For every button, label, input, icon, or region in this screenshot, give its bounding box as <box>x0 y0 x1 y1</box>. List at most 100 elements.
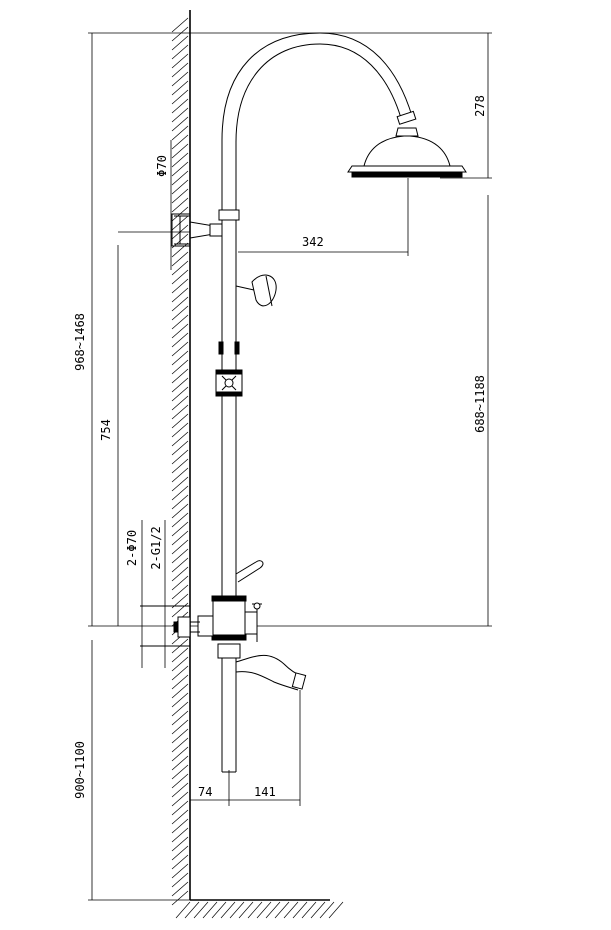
tub-spout <box>217 643 307 773</box>
wall-hatch-line <box>171 872 189 888</box>
wall-hatch-line <box>171 422 189 438</box>
floor-hatch-line <box>202 901 218 919</box>
wall-hatch-line <box>171 737 189 753</box>
wall-hatch-line <box>171 44 189 60</box>
wall-hatch-line <box>171 782 189 798</box>
floor-hatching <box>175 901 344 919</box>
head-dome <box>363 135 451 167</box>
floor-hatch-line <box>265 901 281 919</box>
wall-hatch-line <box>171 548 189 564</box>
wall-hatch-line <box>171 800 189 816</box>
wall-hatch-line <box>171 269 189 285</box>
wall-hatch-line <box>171 863 189 879</box>
wall-hatch-line <box>171 683 189 699</box>
wall-hatch-line <box>171 746 189 762</box>
floor-hatch-line <box>175 901 191 919</box>
wall-hatch-line <box>171 197 189 213</box>
wall-hatch-line <box>171 377 189 393</box>
wall-hatch-line <box>171 152 189 168</box>
head-neck <box>395 127 419 137</box>
wall-hatch-line <box>171 512 189 528</box>
wall-hatch-line <box>171 755 189 771</box>
wall-hatch-line <box>171 692 189 708</box>
wall-hatch-line <box>171 188 189 204</box>
head-face <box>351 171 463 178</box>
wall-hatch-line <box>171 494 189 510</box>
wall-hatch-line <box>171 80 189 96</box>
diverter-knob <box>224 378 234 388</box>
wall-hatch-line <box>171 296 189 312</box>
wall-hatch-line <box>171 107 189 123</box>
floor <box>175 899 344 919</box>
inlet-thread-label: 2-G1/2 <box>149 526 163 569</box>
floor-hatch-line <box>220 901 236 919</box>
floor-hatch-line <box>283 901 299 919</box>
wall-hatch-line <box>171 530 189 546</box>
wall-offset-label: 74 <box>198 785 212 799</box>
floor-hatch-line <box>292 901 308 919</box>
floor-hatch-line <box>238 901 254 919</box>
floor-hatch-line <box>310 901 326 919</box>
bracket-rosette-outer <box>171 213 190 247</box>
riser-lever <box>235 560 264 583</box>
wall-hatch-line <box>171 458 189 474</box>
wall-hatch-line <box>171 404 189 420</box>
head-drop-label: 278 <box>473 95 487 117</box>
spout-reach-label: 141 <box>254 785 276 799</box>
arm-nut <box>396 110 417 125</box>
mixer-body <box>212 595 246 641</box>
wall-hatch-line <box>171 125 189 141</box>
wall-hatch-line <box>171 467 189 483</box>
thermostatic-mixer <box>197 595 262 642</box>
slide-clip-right <box>234 341 240 355</box>
spout-connector <box>217 643 241 659</box>
dimension-labels: 968~1468 900~1100 754 2-Φ70 2-G1/2 Φ70 2… <box>73 95 487 799</box>
mixer-right-handle-base <box>244 611 258 635</box>
spout-tip <box>291 672 307 690</box>
wall-hatch-line <box>171 314 189 330</box>
wall-hatch-line <box>171 170 189 186</box>
mixer-height-label: 900~1100 <box>73 741 87 799</box>
wall <box>171 10 191 906</box>
wall-hatch-line <box>171 431 189 447</box>
wall-hatch-line <box>171 890 189 906</box>
wall-hatch-line <box>171 413 189 429</box>
wall-hatch-line <box>171 134 189 150</box>
shower-column <box>140 32 467 773</box>
wall-hatch-line <box>171 566 189 582</box>
dimension-lines <box>91 33 489 900</box>
wall-hatch-line <box>171 98 189 114</box>
reference-lines <box>88 32 492 901</box>
floor-hatch-line <box>247 901 263 919</box>
wall-hatching <box>171 17 189 906</box>
wall-hatch-line <box>171 836 189 852</box>
wall-hatch-line <box>171 89 189 105</box>
wall-hatch-line <box>171 278 189 294</box>
floor-hatch-line <box>211 901 227 919</box>
floor-hatch-line <box>193 901 209 919</box>
total-height-label: 968~1468 <box>73 313 87 371</box>
wall-hatch-line <box>171 251 189 267</box>
inlet-fitting-dark <box>173 621 179 633</box>
wall-hatch-line <box>171 449 189 465</box>
top-wall-bracket <box>171 209 240 247</box>
wall-inlet <box>140 605 200 647</box>
wall-hatch-line <box>171 260 189 276</box>
wall-hatch-line <box>171 854 189 870</box>
wall-hatch-line <box>171 17 189 33</box>
wall-hatch-line <box>171 584 189 600</box>
wall-hatch-line <box>171 719 189 735</box>
wall-hatch-line <box>171 62 189 78</box>
wall-hatch-line <box>171 386 189 402</box>
wall-hatch-line <box>171 179 189 195</box>
wall-hatch-line <box>171 71 189 87</box>
wall-hatch-line <box>171 305 189 321</box>
wall-hatch-line <box>171 521 189 537</box>
wall-hatch-line <box>171 791 189 807</box>
hand-shower-holder <box>235 285 255 291</box>
head-rim <box>347 165 467 173</box>
wall-hatch-line <box>171 287 189 303</box>
floor-hatch-line <box>328 901 344 919</box>
slide-clip-left <box>218 341 224 355</box>
